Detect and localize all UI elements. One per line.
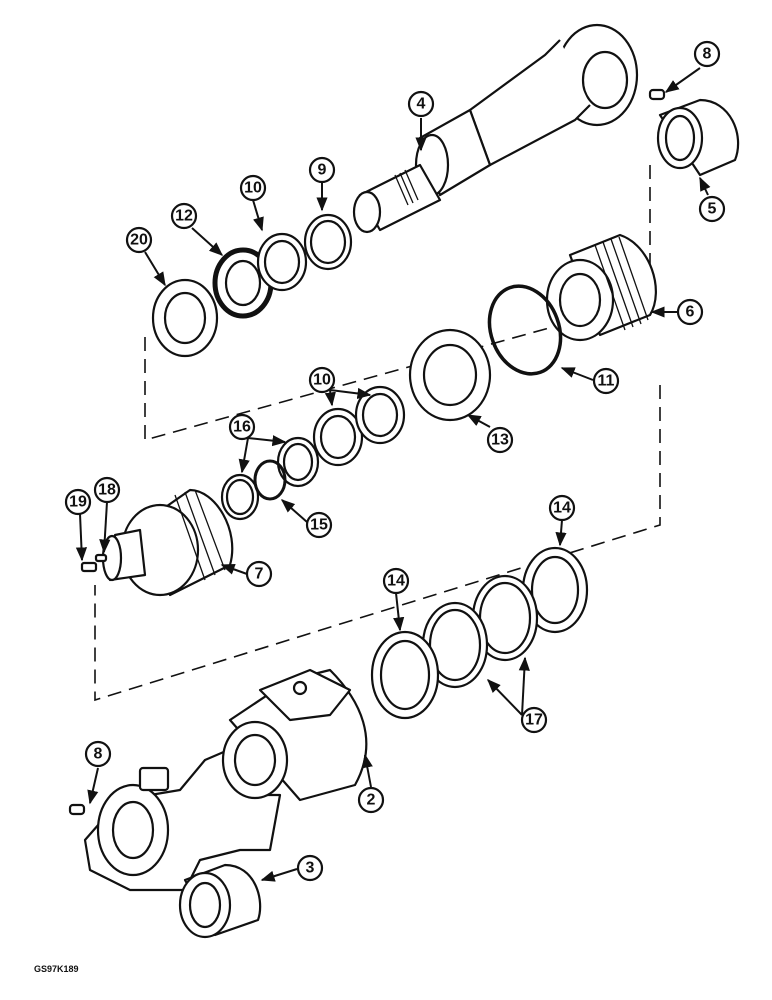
callout-17: 17 [520, 706, 548, 734]
cylinder-barrel [83, 668, 368, 892]
callout-19: 19 [64, 488, 92, 516]
backup-rings [220, 436, 320, 521]
callout-7: 7 [245, 560, 273, 588]
svg-text:3: 3 [306, 860, 315, 877]
callout-20: 20 [125, 226, 153, 254]
callout-15: 15 [305, 511, 333, 539]
svg-text:9: 9 [318, 162, 327, 179]
callout-13: 13 [486, 426, 514, 454]
callout-8-bottom: 8 [84, 740, 112, 768]
callout-4: 4 [407, 90, 435, 118]
wiper-seal [151, 278, 219, 358]
callout-18: 18 [93, 476, 121, 504]
svg-text:15: 15 [310, 517, 328, 534]
rod-seal [212, 247, 274, 319]
svg-text:14: 14 [553, 500, 571, 517]
callout-14-right: 14 [548, 494, 576, 522]
svg-text:16: 16 [233, 419, 251, 436]
svg-text:10: 10 [313, 372, 331, 389]
svg-text:2: 2 [367, 792, 376, 809]
backup-ring [408, 328, 492, 422]
callout-2: 2 [357, 786, 385, 814]
svg-text:14: 14 [387, 573, 405, 590]
ring [303, 213, 353, 271]
grease-fitting-top [648, 88, 666, 101]
svg-text:7: 7 [255, 566, 264, 583]
svg-text:10: 10 [244, 180, 262, 197]
piston-rod [352, 23, 639, 234]
gland [545, 233, 657, 342]
piston-seal-rings [370, 546, 589, 720]
svg-text:8: 8 [703, 46, 712, 63]
svg-text:18: 18 [98, 482, 116, 499]
callout-16: 16 [228, 413, 256, 441]
svg-text:5: 5 [708, 201, 717, 218]
grease-fitting-bottom [68, 803, 86, 816]
wear-ring-upper [256, 232, 308, 292]
svg-text:17: 17 [525, 712, 543, 729]
callout-14-left: 14 [382, 567, 410, 595]
svg-text:12: 12 [175, 208, 193, 225]
callout-10-upper: 10 [239, 174, 267, 202]
barrel-bushing [178, 863, 262, 939]
set-screw-and-pin [80, 553, 108, 573]
piston-o-ring [253, 459, 287, 501]
svg-text:20: 20 [130, 232, 148, 249]
piston [101, 488, 234, 597]
rod-bushing [656, 98, 740, 177]
wear-rings-middle [312, 385, 406, 467]
callout-5: 5 [698, 195, 726, 223]
svg-text:8: 8 [94, 746, 103, 763]
svg-text:13: 13 [491, 432, 509, 449]
svg-text:4: 4 [417, 96, 426, 113]
leader-lines [75, 67, 711, 882]
callout-6: 6 [676, 298, 704, 326]
callout-10-middle: 10 [308, 366, 336, 394]
o-ring [487, 284, 563, 376]
svg-text:11: 11 [598, 373, 615, 390]
callout-3: 3 [296, 854, 324, 882]
callout-8-top: 8 [693, 40, 721, 68]
callout-12: 12 [170, 202, 198, 230]
alignment-lines [94, 165, 661, 702]
callout-9: 9 [308, 156, 336, 184]
svg-text:19: 19 [69, 494, 87, 511]
callout-11: 11 [592, 367, 620, 395]
figure-code: GS97K189 [34, 964, 79, 974]
svg-text:6: 6 [686, 304, 695, 321]
